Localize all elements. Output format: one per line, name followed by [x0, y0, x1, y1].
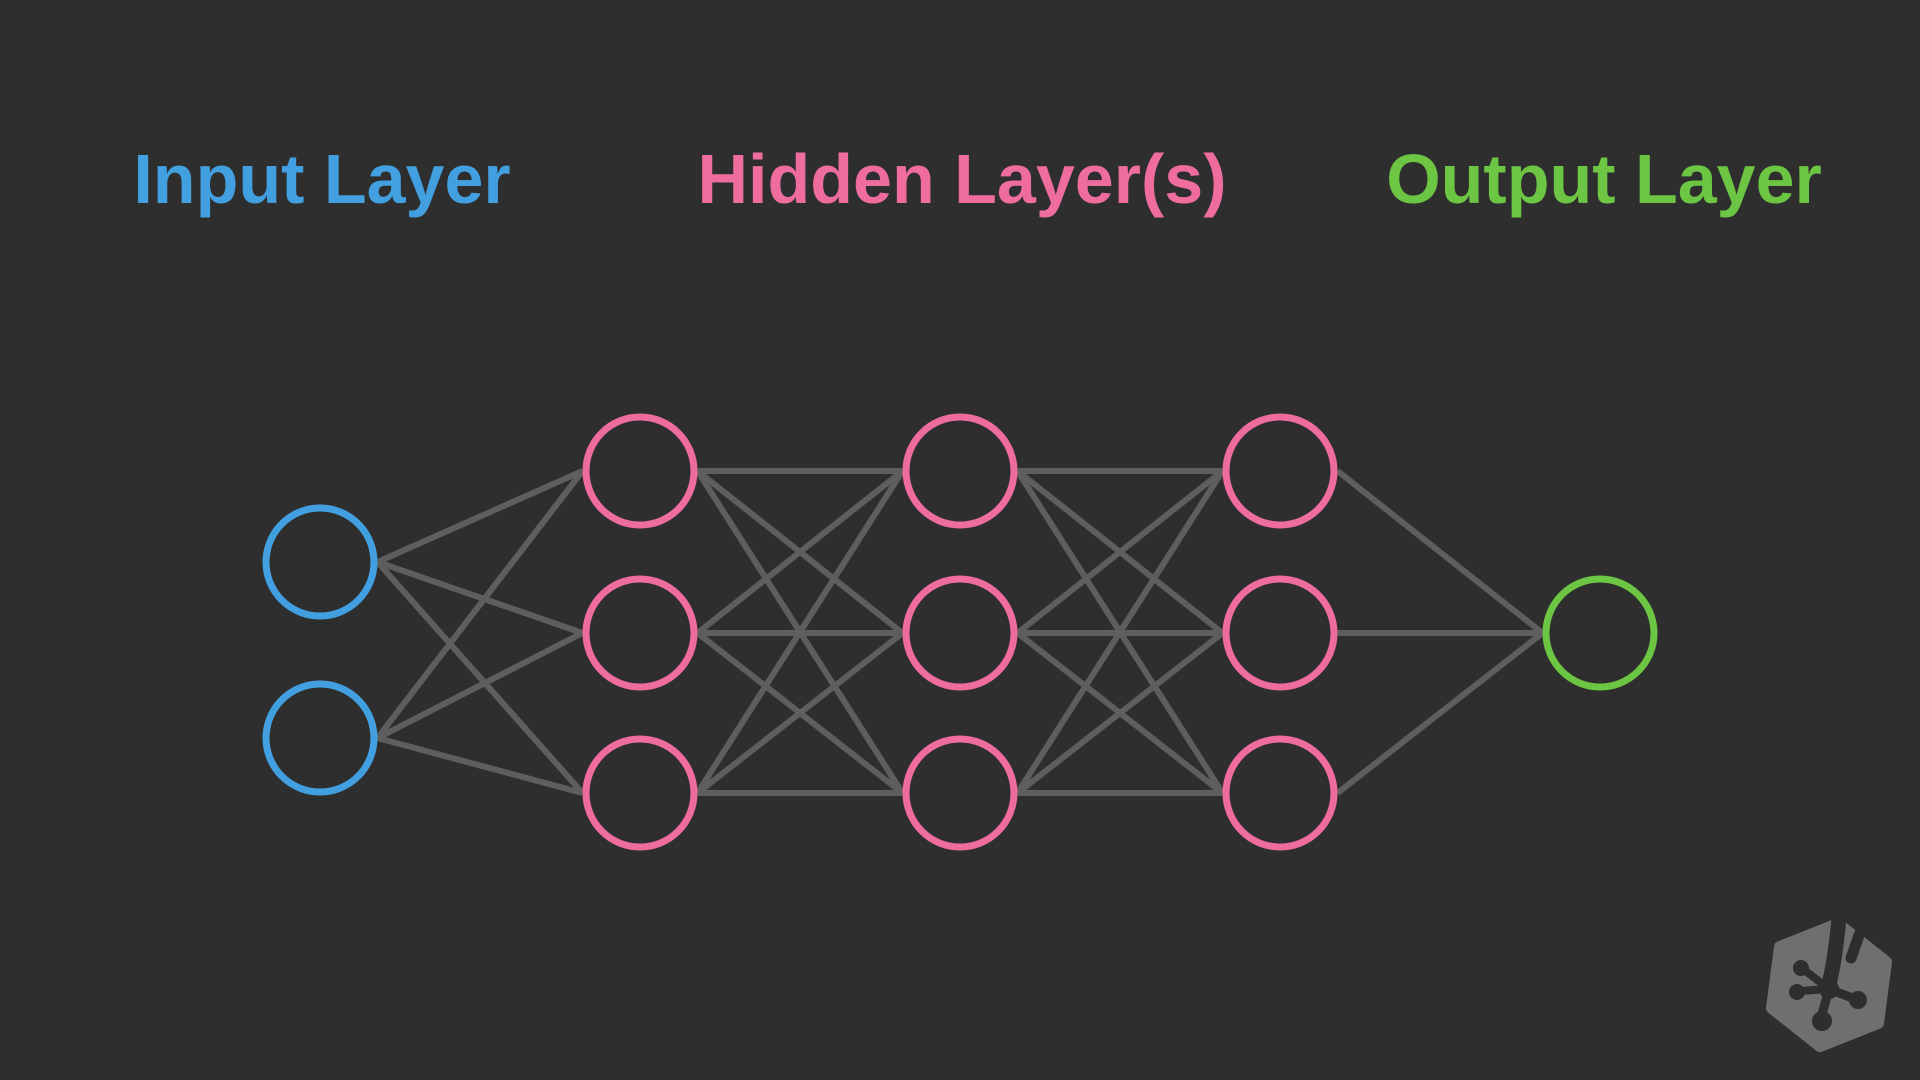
- hidden-1-node: [582, 575, 698, 691]
- edge-line: [1335, 630, 1545, 796]
- input-node: [262, 504, 378, 620]
- hidden-2-node: [902, 575, 1018, 691]
- hidden-layer-label: Hidden Layer(s): [697, 140, 1227, 218]
- nodes-group: [262, 413, 1658, 851]
- edge-line: [376, 468, 584, 565]
- edge-line: [1015, 630, 1225, 796]
- input-layer-label: Input Layer: [133, 140, 511, 218]
- hidden-2-node: [902, 413, 1018, 529]
- edge-line: [695, 468, 905, 636]
- hidden-3-node: [1222, 735, 1338, 851]
- edge-line: [375, 560, 585, 795]
- edge-line: [694, 469, 906, 795]
- edge-line: [376, 559, 584, 636]
- edge-line: [695, 630, 905, 796]
- treehouse-badge-icon: [1766, 910, 1892, 1052]
- edge-line: [1335, 468, 1545, 636]
- edge-line: [1014, 469, 1226, 795]
- hidden-1-node: [582, 413, 698, 529]
- output-layer-label: Output Layer: [1386, 140, 1822, 218]
- input-node: [262, 680, 378, 796]
- edge-line: [1015, 468, 1225, 636]
- edge-line: [376, 630, 584, 741]
- output-node: [1542, 575, 1658, 691]
- edge-line: [376, 735, 584, 796]
- edge-line: [375, 469, 585, 740]
- hidden-1-node: [582, 735, 698, 851]
- hidden-3-node: [1222, 413, 1338, 529]
- hidden-2-node: [902, 735, 1018, 851]
- hidden-3-node: [1222, 575, 1338, 691]
- edges-group: [375, 468, 1545, 796]
